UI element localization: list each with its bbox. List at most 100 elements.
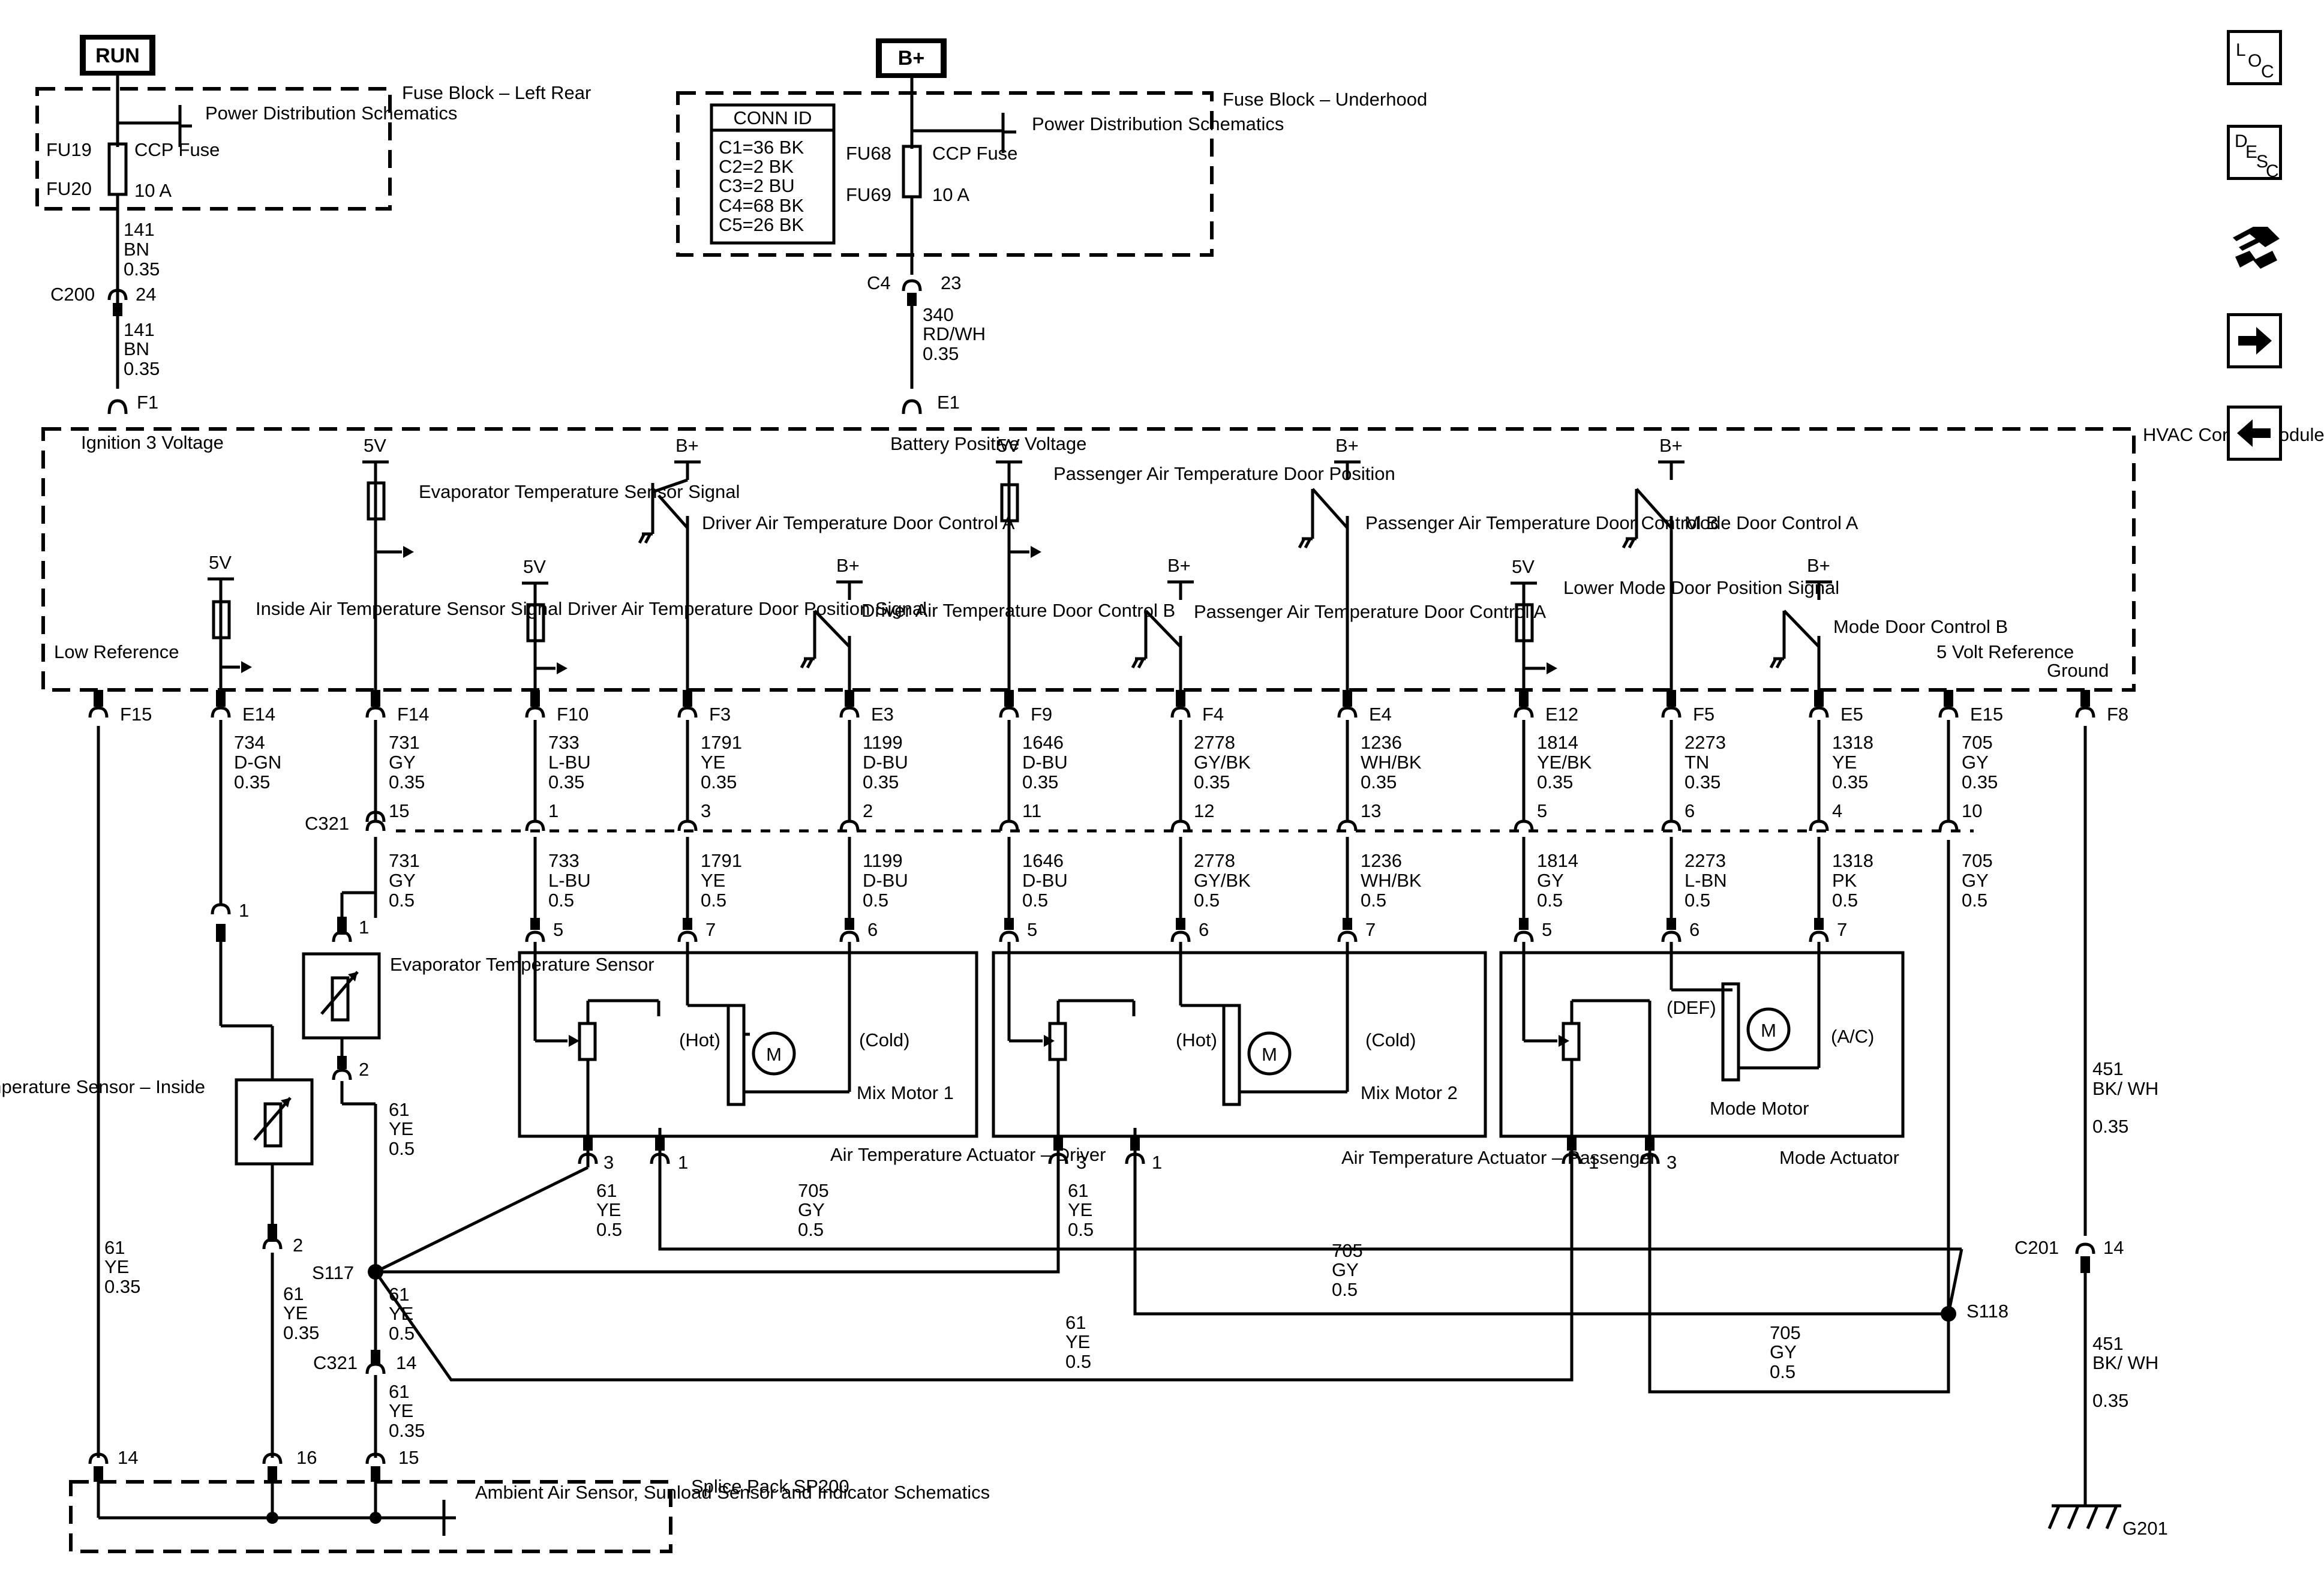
- wire-number: 705: [1962, 732, 1993, 753]
- svg-text:Driver Air Temperature Door Co: Driver Air Temperature Door Control B: [861, 600, 1175, 621]
- svg-text:61: 61: [1068, 1180, 1088, 1201]
- air-temperature-sensor-inside: [235, 1078, 314, 1166]
- svg-text:10 A: 10 A: [932, 184, 969, 205]
- wire-number: 2273: [1685, 732, 1726, 753]
- wire-number: 731: [389, 850, 420, 871]
- actuator-pin: 5: [553, 919, 563, 940]
- terminal-label: E4: [1369, 704, 1392, 725]
- svg-text:16: 16: [296, 1447, 317, 1468]
- svg-text:141: 141: [124, 219, 155, 240]
- loc-O: O: [2248, 51, 2262, 71]
- svg-text:C1=36 BK: C1=36 BK: [719, 137, 804, 158]
- wire-color: D-GN: [234, 752, 281, 773]
- loc-button[interactable]: L O C: [2227, 30, 2282, 85]
- svg-text:Passenger Air Temperature Door: Passenger Air Temperature Door Position: [1053, 463, 1395, 484]
- desc-button[interactable]: D E S C: [2227, 125, 2282, 181]
- wire-number: 2778: [1194, 732, 1235, 753]
- svg-text:0.5: 0.5: [1770, 1361, 1795, 1382]
- ground-symbol: [2047, 1504, 2121, 1529]
- svg-text:(A/C): (A/C): [1831, 1026, 1874, 1047]
- wire-color: GY/BK: [1194, 752, 1251, 773]
- terminal-label: E5: [1840, 704, 1863, 725]
- wire-color: D-BU: [863, 752, 908, 773]
- svg-text:10 A: 10 A: [134, 180, 172, 201]
- svg-text:0.35: 0.35: [389, 1420, 425, 1441]
- terminal-label: E14: [242, 704, 275, 725]
- svg-text:YE: YE: [389, 1118, 413, 1139]
- forward-arrow-icon[interactable]: [2227, 313, 2282, 368]
- passenger-actuator-name: Air Temperature Actuator – Passenger: [1341, 1147, 1656, 1168]
- terminal-E14: E14: [211, 690, 275, 725]
- svg-text:15: 15: [398, 1447, 419, 1468]
- wire-gauge: 0.5: [1022, 890, 1048, 911]
- svg-text:GY: GY: [1332, 1259, 1359, 1280]
- fuse-block-underhood: [676, 91, 1214, 257]
- svg-text:1: 1: [359, 917, 369, 938]
- hvac-control-module: [41, 427, 2136, 692]
- wire-color: WH/BK: [1361, 870, 1422, 891]
- terminal-F15: F15: [88, 690, 152, 725]
- svg-text:Mode Actuator: Mode Actuator: [1779, 1147, 1899, 1168]
- actuator-bottom-pins: 3 1 3 1 1 3: [578, 1136, 1677, 1173]
- svg-text:Mix Motor 2: Mix Motor 2: [1361, 1082, 1458, 1103]
- svg-text:0.35: 0.35: [104, 1276, 140, 1297]
- svg-text:2: 2: [293, 1235, 303, 1256]
- wire-number: 1318: [1832, 732, 1873, 753]
- svg-text:Inside Air Temperature Sensor: Inside Air Temperature Sensor Signal: [256, 598, 562, 619]
- terminal-label: F10: [557, 704, 588, 725]
- svg-text:Air Temperature Sensor – Insid: Air Temperature Sensor – Inside: [0, 1076, 205, 1097]
- svg-text:0.35: 0.35: [2092, 1116, 2128, 1137]
- terminal-F14: F14: [365, 690, 429, 725]
- svg-text:S117: S117: [312, 1262, 354, 1283]
- svg-text:B+: B+: [675, 435, 699, 456]
- c321-pin: 15: [389, 800, 409, 821]
- svg-text:C4=68 BK: C4=68 BK: [719, 195, 804, 216]
- svg-text:CCP Fuse: CCP Fuse: [134, 139, 220, 160]
- svg-text:24: 24: [136, 284, 156, 305]
- svg-text:B+: B+: [1659, 435, 1683, 456]
- svg-text:Low Reference: Low Reference: [54, 641, 179, 662]
- wire-number: 1646: [1022, 850, 1064, 871]
- svg-text:0.5: 0.5: [1332, 1279, 1358, 1300]
- svg-text:Mode Motor: Mode Motor: [1710, 1098, 1809, 1119]
- wire-color: L-BU: [548, 752, 591, 773]
- svg-text:Lower Mode Door Position Signa: Lower Mode Door Position Signal: [1563, 577, 1839, 598]
- terminal-F8: F8: [2075, 690, 2128, 725]
- tool-icon[interactable]: [2229, 214, 2283, 280]
- wire-gauge: 0.35: [1537, 772, 1573, 792]
- conn-id-table: CONN ID C1=36 BK C2=2 BK C3=2 BU C4=68 B…: [710, 103, 836, 245]
- wire-number: 733: [548, 850, 580, 871]
- wire-number: 1791: [701, 850, 742, 871]
- wire-number: 1236: [1361, 732, 1402, 753]
- actuator-pin: 7: [705, 919, 716, 940]
- svg-text:M: M: [766, 1044, 782, 1065]
- svg-text:Ground: Ground: [2047, 660, 2109, 681]
- svg-text:YE: YE: [1065, 1331, 1090, 1352]
- terminal-label: E12: [1545, 704, 1578, 725]
- terminal-label: E3: [871, 704, 894, 725]
- back-arrow-icon[interactable]: [2227, 406, 2282, 461]
- svg-text:FU20: FU20: [46, 178, 92, 199]
- svg-text:5V: 5V: [209, 552, 232, 573]
- terminal-E5: E5: [1809, 690, 1863, 725]
- wire-number: 733: [548, 732, 580, 753]
- wire-color: GY: [1962, 870, 1989, 891]
- svg-text:Splice Pack SP200: Splice Pack SP200: [691, 1476, 849, 1497]
- terminal-F9: F9: [999, 690, 1052, 725]
- wire-color: GY: [1537, 870, 1564, 891]
- splice-pack-sp200: [69, 1452, 672, 1553]
- actuator-pin: 6: [867, 919, 878, 940]
- svg-text:YE: YE: [104, 1256, 129, 1277]
- terminal-label: F5: [1693, 704, 1715, 725]
- mode-door-control-b: B+ Mode Door Control B: [1769, 555, 2008, 690]
- svg-text:FU19: FU19: [46, 139, 92, 160]
- wire-color: D-BU: [863, 870, 908, 891]
- svg-text:Evaporator Temperature Sensor: Evaporator Temperature Sensor Signal: [419, 481, 740, 502]
- wire-gauge: 0.35: [701, 772, 737, 792]
- svg-text:3: 3: [603, 1152, 614, 1173]
- passenger-actuator: M (Hot) (Cold) Mix Motor 2: [992, 942, 1487, 1167]
- svg-text:451: 451: [2092, 1058, 2124, 1079]
- wire-color: PK: [1832, 870, 1857, 891]
- svg-text:Power Distribution Schematics: Power Distribution Schematics: [1032, 113, 1284, 134]
- svg-text:5V: 5V: [997, 435, 1020, 456]
